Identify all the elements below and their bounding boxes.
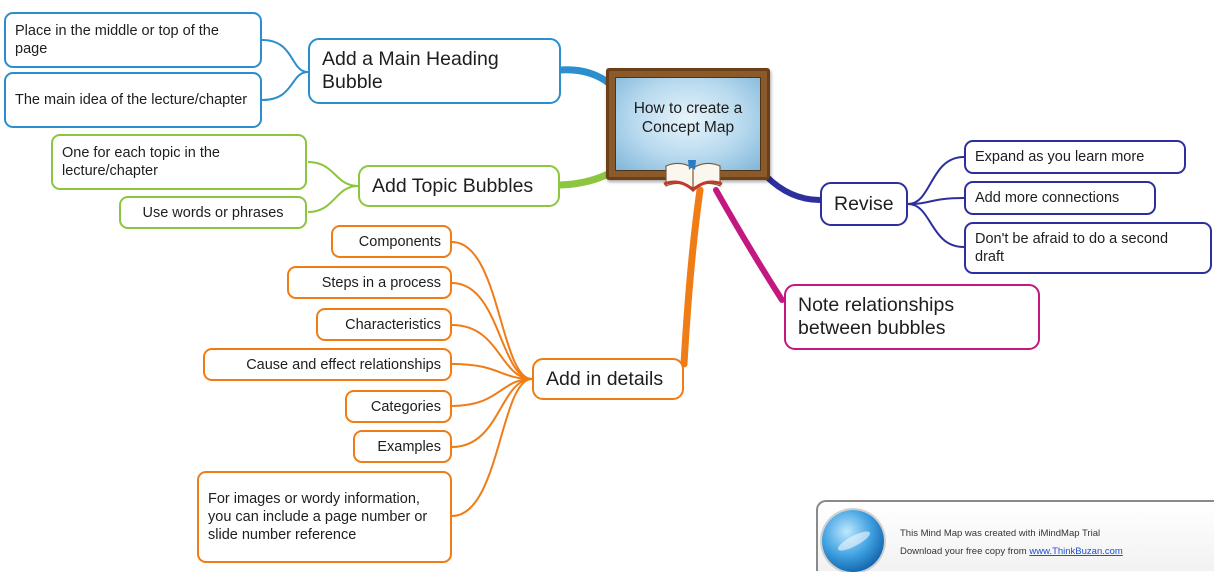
trial-banner-prefix: Download your free copy from: [900, 546, 1030, 557]
subtopic-label: Cause and effect relationships: [246, 356, 441, 373]
branch-details-connector: [680, 186, 704, 368]
topic-topic-bubbles[interactable]: Add Topic Bubbles: [358, 165, 560, 207]
subtopic-revise-2[interactable]: Add more connections: [964, 181, 1156, 215]
topic-details[interactable]: Add in details: [532, 358, 684, 400]
subtopic-topic-bubbles-2[interactable]: Use words or phrases: [119, 196, 307, 229]
subtopic-label: Steps in a process: [321, 274, 441, 291]
topic-details-label: Add in details: [546, 367, 664, 390]
subtopic-details-7[interactable]: For images or wordy information, you can…: [197, 471, 452, 563]
branch-relationships-connector: [713, 187, 785, 303]
subtopic-label: Use words or phrases: [142, 204, 284, 221]
connector-main-heading-1: [261, 39, 309, 73]
connector-details-6: [451, 378, 533, 448]
connector-topic-2: [307, 185, 359, 213]
subtopic-label: Expand as you learn more: [975, 149, 1145, 165]
subtopic-main-heading-2[interactable]: The main idea of the lecture/chapter: [4, 72, 262, 128]
connector-details-7: [451, 378, 533, 517]
connector-main-heading-2: [261, 71, 309, 101]
connector-details-4: [451, 363, 533, 380]
thinkbuzan-link[interactable]: www.ThinkBuzan.com: [1029, 546, 1123, 557]
subtopic-details-5[interactable]: Categories: [345, 390, 452, 423]
topic-relationships[interactable]: Note relationships between bubbles: [784, 284, 1040, 350]
subtopic-label: Examples: [377, 438, 441, 455]
subtopic-label: Components: [358, 233, 441, 250]
subtopic-revise-3[interactable]: Don't be afraid to do a second draft: [964, 222, 1212, 274]
central-topic-title: How to create a Concept Map: [633, 100, 743, 136]
imindmap-logo-icon: [822, 510, 884, 572]
subtopic-details-6[interactable]: Examples: [353, 430, 452, 463]
subtopic-label: The main idea of the lecture/chapter: [15, 92, 248, 108]
topic-relationships-label: Note relationships between bubbles: [798, 294, 955, 339]
branch-revise-connector: [763, 173, 823, 203]
branch-main-heading-connector: [556, 66, 614, 88]
trial-banner-line2: Download your free copy from www.ThinkBu…: [900, 546, 1123, 557]
subtopic-main-heading-1[interactable]: Place in the middle or top of the page: [4, 12, 262, 68]
connector-details-2: [451, 282, 533, 380]
subtopic-topic-bubbles-1[interactable]: One for each topic in the lecture/chapte…: [51, 134, 307, 190]
connector-details-1: [451, 241, 533, 380]
connector-revise-1: [907, 156, 965, 205]
subtopic-details-4[interactable]: Cause and effect relationships: [203, 348, 452, 381]
subtopic-label: One for each topic in the lecture/chapte…: [62, 145, 220, 179]
connector-details-3: [451, 324, 533, 380]
subtopic-label: Don't be afraid to do a second draft: [975, 231, 1169, 265]
topic-revise-label: Revise: [834, 192, 894, 215]
subtopic-label: For images or wordy information, you can…: [208, 491, 428, 543]
topic-revise[interactable]: Revise: [820, 182, 908, 226]
connector-details-5: [451, 378, 533, 407]
subtopic-details-1[interactable]: Components: [331, 225, 452, 258]
trial-banner-line1: This Mind Map was created with iMindMap …: [900, 528, 1101, 539]
topic-main-heading-label: Add a Main Heading Bubble: [322, 48, 499, 93]
book-icon: [663, 160, 723, 192]
connector-revise-2: [907, 197, 965, 205]
subtopic-label: Add more connections: [975, 190, 1120, 206]
branch-topic-bubbles-connector: [556, 168, 616, 189]
trial-banner: This Mind Map was created with iMindMap …: [816, 500, 1214, 572]
central-topic-board: How to create a Concept Map: [615, 77, 761, 171]
subtopic-label: Place in the middle or top of the page: [15, 23, 219, 57]
subtopic-label: Characteristics: [345, 316, 441, 333]
subtopic-revise-1[interactable]: Expand as you learn more: [964, 140, 1186, 174]
topic-main-heading[interactable]: Add a Main Heading Bubble: [308, 38, 561, 104]
topic-topic-bubbles-label: Add Topic Bubbles: [372, 174, 534, 197]
subtopic-details-2[interactable]: Steps in a process: [287, 266, 452, 299]
connector-revise-3: [907, 203, 965, 248]
subtopic-label: Categories: [370, 398, 441, 415]
connector-topic-1: [307, 161, 359, 187]
subtopic-details-3[interactable]: Characteristics: [316, 308, 452, 341]
